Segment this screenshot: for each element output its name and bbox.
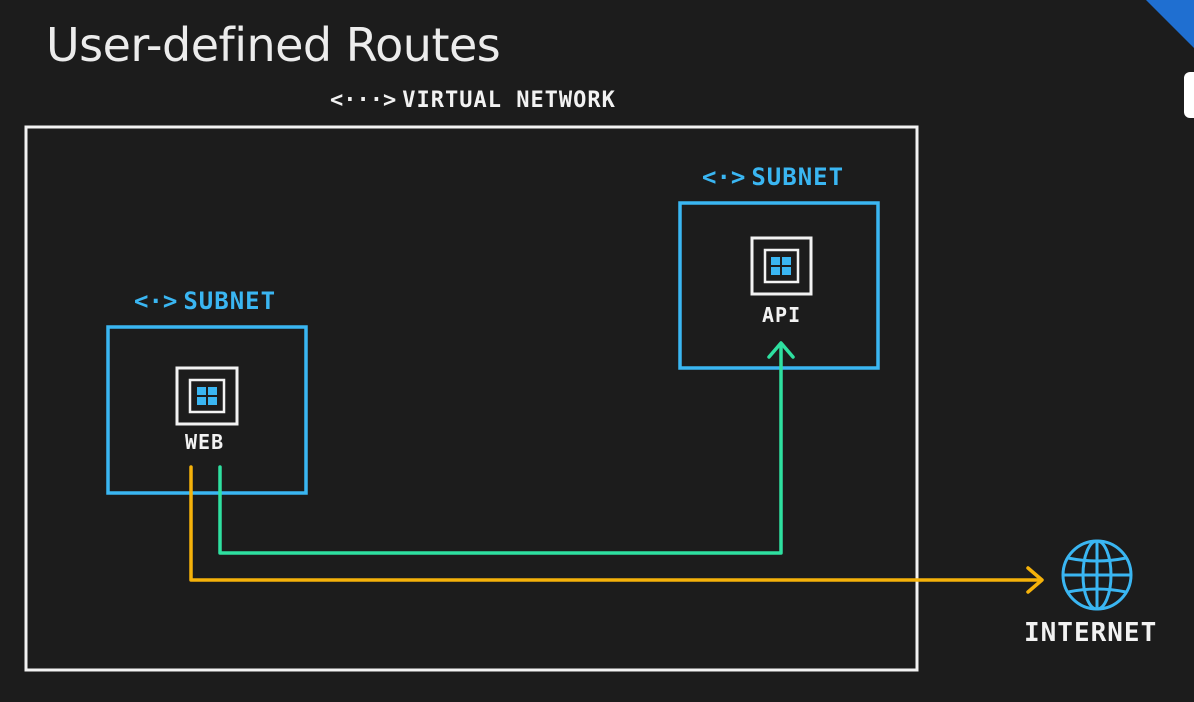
virtual-network-label: <···>VIRTUAL NETWORK [330, 88, 616, 113]
code-brackets-icon: <·> [702, 163, 746, 191]
web-vm-label: WEB [185, 430, 225, 454]
subnet-api-label: <·>SUBNET [702, 163, 844, 191]
globe-icon [1061, 539, 1133, 611]
route-web-to-api [218, 341, 795, 555]
virtual-network-text: VIRTUAL NETWORK [402, 88, 616, 113]
web-vm-icon [175, 366, 239, 426]
internet-label: INTERNET [1024, 618, 1158, 648]
subnet-web-label: <·>SUBNET [134, 287, 276, 315]
page-title: User-defined Routes [46, 18, 501, 72]
subnet-web-text: SUBNET [183, 287, 277, 315]
route-web-to-internet [189, 465, 1044, 594]
subnet-api-box [678, 201, 880, 370]
api-vm-icon [750, 236, 813, 296]
api-vm-label: API [762, 303, 802, 327]
subnet-web-box [106, 325, 308, 495]
subnet-api-text: SUBNET [751, 163, 845, 191]
side-tab [1184, 72, 1194, 118]
code-brackets-icon: <·> [134, 287, 178, 315]
virtual-network-box [24, 125, 919, 672]
corner-accent [1146, 0, 1194, 48]
code-brackets-icon: <···> [330, 88, 397, 113]
